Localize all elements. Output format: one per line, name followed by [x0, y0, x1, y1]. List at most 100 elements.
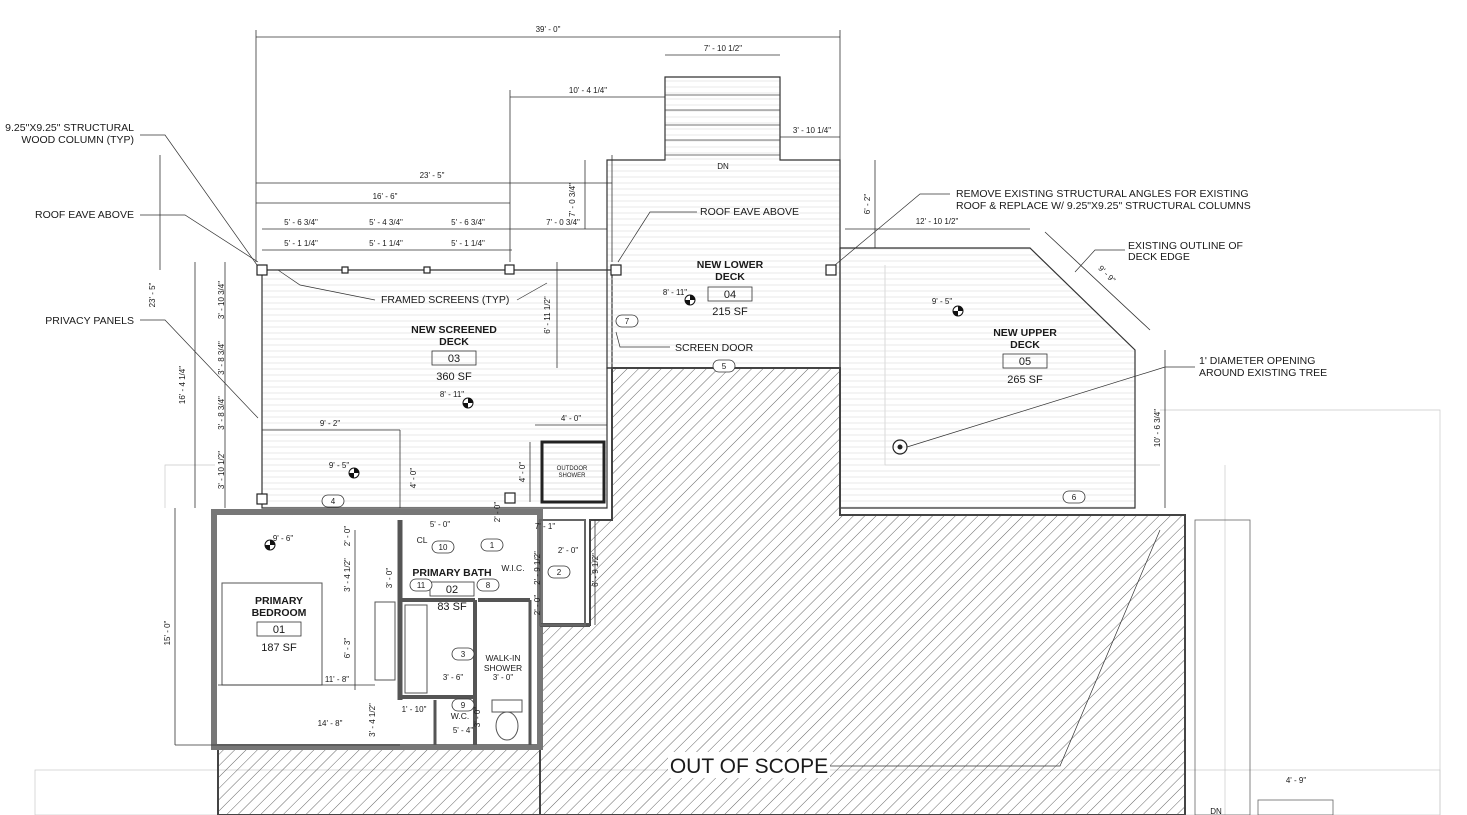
note-existing-outline: EXISTING OUTLINE OF — [1128, 240, 1243, 252]
svg-text:1: 1 — [490, 541, 495, 550]
svg-text:9' - 2": 9' - 2" — [320, 419, 341, 428]
elevation-marker: 9' - 5" — [329, 461, 360, 479]
svg-text:03: 03 — [448, 353, 460, 365]
note-wic: W.I.C. — [501, 563, 524, 573]
svg-text:3' - 10 1/2": 3' - 10 1/2" — [217, 451, 226, 489]
note-walkin-shower-2: SHOWER — [484, 663, 522, 673]
svg-text:265 SF: 265 SF — [1007, 374, 1043, 386]
svg-text:2' - 0": 2' - 0" — [493, 502, 502, 523]
note-wc: W.C. — [451, 711, 469, 721]
svg-text:9' - 6": 9' - 6" — [273, 534, 294, 543]
room-upper-deck: NEW UPPER DECK 05 265 SF — [993, 327, 1057, 386]
door-tag: 2 — [547, 565, 571, 579]
note-privacy-panels: PRIVACY PANELS — [45, 315, 134, 327]
elevation-marker: 8' - 11" — [663, 288, 696, 306]
svg-text:DECK: DECK — [439, 336, 469, 348]
svg-text:5' - 1 1/4": 5' - 1 1/4" — [451, 239, 485, 248]
svg-text:11: 11 — [417, 581, 426, 590]
svg-text:16' - 4 1/4": 16' - 4 1/4" — [178, 366, 187, 404]
dimension-lines — [159, 30, 1166, 746]
room-labels: NEW SCREENED DECK 03 360 SF NEW LOWER DE… — [252, 259, 1058, 654]
primary-suite-walls — [211, 509, 590, 750]
note-remove-angles-2: ROOF & REPLACE W/ 9.25"X9.25" STRUCTURAL… — [956, 200, 1251, 212]
side-stair — [1194, 519, 1334, 815]
svg-text:7' - 0 3/4": 7' - 0 3/4" — [568, 183, 577, 217]
room-lower-deck: NEW LOWER DECK 04 215 SF — [697, 259, 764, 318]
structural-columns — [256, 264, 837, 505]
svg-text:2: 2 — [557, 568, 562, 577]
upper-deck-floor — [839, 247, 1136, 509]
svg-text:5' - 1 1/4": 5' - 1 1/4" — [284, 239, 318, 248]
svg-text:05: 05 — [1019, 356, 1031, 368]
svg-text:4' - 0": 4' - 0" — [518, 462, 527, 483]
door-tag: 8 — [476, 578, 500, 592]
svg-text:215 SF: 215 SF — [712, 306, 748, 318]
door-tag: 9 — [451, 698, 475, 712]
door-tag: 6 — [1062, 490, 1086, 504]
door-tag: 3 — [451, 647, 475, 661]
note-down-top: DN — [717, 162, 729, 171]
door-tag: 5 — [712, 359, 736, 373]
svg-text:1' - 10": 1' - 10" — [402, 705, 427, 714]
svg-text:PRIMARY: PRIMARY — [255, 595, 303, 607]
svg-text:3' - 0": 3' - 0" — [493, 673, 514, 682]
svg-text:16' - 6": 16' - 6" — [373, 192, 398, 201]
room-screened-deck: NEW SCREENED DECK 03 360 SF — [411, 324, 497, 383]
svg-text:6' - 9 1/2": 6' - 9 1/2" — [591, 553, 600, 587]
note-out-of-scope: OUT OF SCOPE — [670, 755, 828, 778]
svg-text:6' - 11 1/2": 6' - 11 1/2" — [543, 296, 552, 334]
svg-text:3' - 10 3/4": 3' - 10 3/4" — [217, 281, 226, 319]
vanity — [404, 604, 428, 694]
svg-text:4' - 0": 4' - 0" — [561, 414, 582, 423]
door-tags: 7 5 4 6 10 1 11 8 2 3 9 — [321, 314, 1086, 712]
svg-text:6' - 2": 6' - 2" — [863, 194, 872, 215]
svg-text:NEW SCREENED: NEW SCREENED — [411, 324, 497, 336]
svg-text:BEDROOM: BEDROOM — [252, 607, 307, 619]
svg-text:5' - 6 3/4": 5' - 6 3/4" — [284, 218, 318, 227]
svg-text:14' - 8": 14' - 8" — [318, 719, 343, 728]
svg-text:7' - 0 3/4": 7' - 0 3/4" — [546, 218, 580, 227]
svg-text:7: 7 — [625, 317, 630, 326]
svg-text:2' - 0": 2' - 0" — [558, 546, 579, 555]
svg-text:DECK: DECK — [715, 271, 745, 283]
svg-text:187 SF: 187 SF — [261, 642, 297, 654]
svg-text:8: 8 — [486, 581, 491, 590]
room-primary-bedroom: PRIMARY BEDROOM 01 187 SF — [252, 595, 307, 654]
annotation-notes: 9.25"X9.25" STRUCTURAL WOOD COLUMN (TYP)… — [5, 122, 1327, 815]
svg-text:DECK: DECK — [1010, 339, 1040, 351]
leader-lines — [140, 134, 1195, 767]
svg-text:5: 5 — [722, 362, 727, 371]
svg-text:7' - 1": 7' - 1" — [535, 522, 556, 531]
svg-text:01: 01 — [273, 624, 285, 636]
note-walkin-shower: WALK-IN — [485, 653, 520, 663]
svg-text:83 SF: 83 SF — [437, 601, 467, 613]
svg-text:3: 3 — [461, 650, 466, 659]
note-down-bottom: DN — [1210, 807, 1222, 815]
note-tree-opening: 1' DIAMETER OPENING — [1199, 355, 1315, 367]
note-roof-eave-center: ROOF EAVE ABOVE — [700, 206, 799, 218]
svg-text:9' - 5": 9' - 5" — [329, 461, 350, 470]
door-tag: 11 — [409, 578, 433, 592]
svg-text:3' - 8 3/4": 3' - 8 3/4" — [217, 341, 226, 375]
svg-text:10' - 6 3/4": 10' - 6 3/4" — [1153, 409, 1162, 447]
toilet — [491, 699, 523, 741]
outdoor-shower — [540, 440, 606, 504]
svg-text:NEW LOWER: NEW LOWER — [697, 259, 764, 271]
dresser — [374, 601, 396, 681]
svg-text:4: 4 — [331, 497, 336, 506]
svg-text:3' - 8 3/4": 3' - 8 3/4" — [217, 396, 226, 430]
svg-text:10: 10 — [439, 543, 448, 552]
elevation-marker: 9' - 5" — [932, 297, 964, 317]
dimension-labels: 39' - 0" 7' - 10 1/2" 10' - 4 1/4" 3' - … — [148, 25, 1306, 785]
svg-text:2' - 0": 2' - 0" — [343, 526, 352, 547]
svg-text:NEW UPPER: NEW UPPER — [993, 327, 1057, 339]
svg-text:4' - 0": 4' - 0" — [409, 468, 418, 489]
svg-text:5' - 6 3/4": 5' - 6 3/4" — [451, 218, 485, 227]
svg-text:9' - 9": 9' - 9" — [1096, 264, 1117, 285]
svg-text:6: 6 — [1072, 493, 1077, 502]
svg-text:5' - 4": 5' - 4" — [453, 726, 474, 735]
svg-text:5' - 0": 5' - 0" — [430, 520, 451, 529]
svg-text:23' - 5": 23' - 5" — [420, 171, 445, 180]
room-primary-bath: PRIMARY BATH 02 83 SF — [412, 567, 491, 613]
svg-text:7' - 10 1/2": 7' - 10 1/2" — [704, 44, 742, 53]
